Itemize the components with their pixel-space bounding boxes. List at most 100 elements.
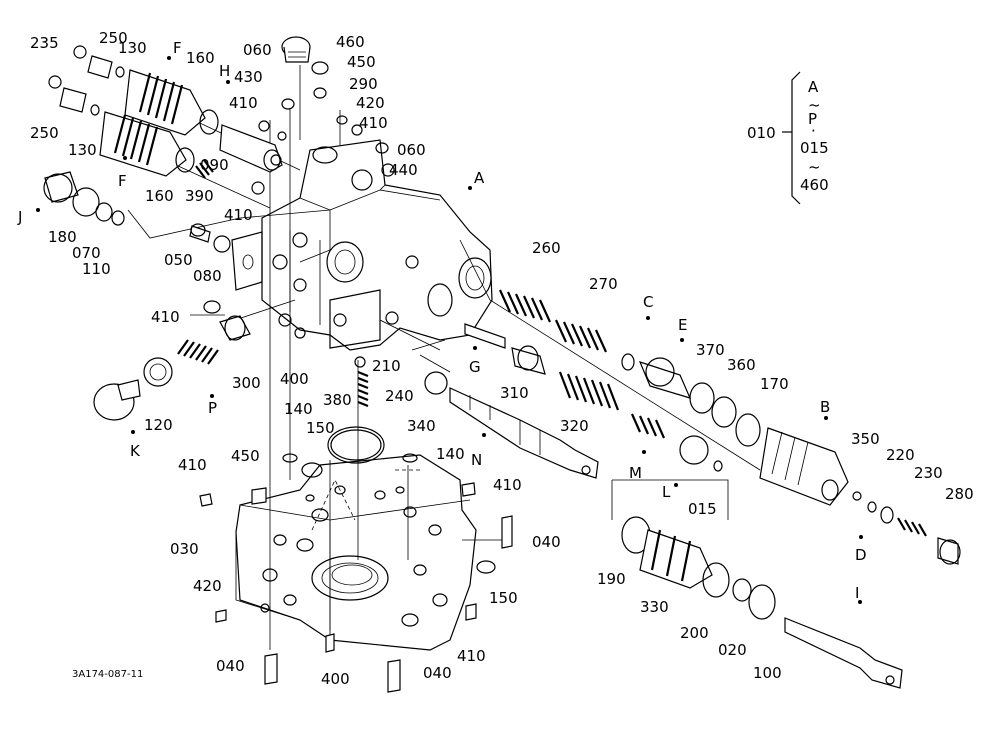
right-springs — [498, 289, 961, 565]
label-410: 410 — [457, 647, 486, 665]
label-i: I — [855, 584, 859, 602]
lower-right-parts — [621, 516, 903, 689]
label-130: 130 — [118, 39, 147, 57]
label-e: E — [678, 316, 687, 334]
label-340: 340 — [407, 417, 436, 435]
label-420: 420 — [193, 577, 222, 595]
solenoid-cartridges-f — [48, 45, 219, 177]
label-015: 015 — [688, 500, 717, 518]
label-070: 070 — [72, 244, 101, 262]
bracket-group-number: 010 — [747, 124, 776, 142]
label-110: 110 — [82, 260, 111, 278]
label-020: 020 — [718, 641, 747, 659]
label-410: 410 — [151, 308, 180, 326]
bracket-line-4: · — [811, 122, 816, 140]
label-300: 300 — [232, 374, 261, 392]
label-400: 400 — [280, 370, 309, 388]
label-160: 160 — [186, 49, 215, 67]
label-f: F — [173, 39, 182, 57]
label-210: 210 — [372, 357, 401, 375]
label-235: 235 — [30, 34, 59, 52]
label-220: 220 — [886, 446, 915, 464]
label-c: C — [643, 293, 653, 311]
valve-body-a — [231, 139, 493, 351]
label-330: 330 — [640, 598, 669, 616]
label-250: 250 — [30, 124, 59, 142]
lower-plate-030 — [235, 454, 477, 651]
label-080: 080 — [193, 267, 222, 285]
label-l: L — [662, 483, 671, 501]
label-360: 360 — [727, 356, 756, 374]
bracket-line-1: A — [808, 78, 819, 96]
label-150: 150 — [489, 589, 518, 607]
left-plug-parts — [43, 171, 231, 314]
label-260: 260 — [532, 239, 561, 257]
assembly-leader-lines — [127, 65, 761, 650]
label-030: 030 — [170, 540, 199, 558]
bracket-line-7: 460 — [800, 176, 829, 194]
bracket-line-2: ~ — [808, 96, 821, 114]
bracket-line-3: P — [808, 110, 817, 128]
label-k: K — [130, 442, 141, 460]
label-130: 130 — [68, 141, 97, 159]
label-410: 410 — [359, 114, 388, 132]
label-440: 440 — [389, 161, 418, 179]
label-430: 430 — [234, 68, 263, 86]
label-060: 060 — [243, 41, 272, 59]
label-200: 200 — [680, 624, 709, 642]
label-450: 450 — [347, 53, 376, 71]
label-b: B — [820, 398, 830, 416]
label-140: 140 — [284, 400, 313, 418]
label-040: 040 — [532, 533, 561, 551]
label-410: 410 — [229, 94, 258, 112]
label-270: 270 — [589, 275, 618, 293]
label-n: N — [471, 451, 482, 469]
label-g: G — [469, 358, 481, 376]
center-parts — [327, 323, 599, 479]
label-100: 100 — [753, 664, 782, 682]
label-p: P — [208, 399, 217, 417]
lower-left-parts — [93, 313, 306, 421]
label-h: H — [219, 62, 230, 80]
label-410: 410 — [224, 206, 253, 224]
label-d: D — [855, 546, 867, 564]
group-bracket — [782, 71, 801, 205]
plate-small-parts — [199, 453, 513, 693]
drawing-code: 3A174-087-11 — [72, 669, 143, 680]
label-180: 180 — [48, 228, 77, 246]
group-bracket-text: 010 A ~ P · 015 ~ 460 — [747, 78, 829, 194]
label-f: F — [118, 172, 127, 190]
label-350: 350 — [851, 430, 880, 448]
label-370: 370 — [696, 341, 725, 359]
label-380: 380 — [323, 391, 352, 409]
label-040: 040 — [423, 664, 452, 682]
label-290: 290 — [349, 75, 378, 93]
label-410: 410 — [493, 476, 522, 494]
label-400: 400 — [321, 670, 350, 688]
label-460: 460 — [336, 33, 365, 51]
label-230: 230 — [914, 464, 943, 482]
label-190: 190 — [597, 570, 626, 588]
callout-dots — [36, 56, 863, 604]
label-240: 240 — [385, 387, 414, 405]
label-310: 310 — [500, 384, 529, 402]
label-160: 160 — [145, 187, 174, 205]
label-060: 060 — [397, 141, 426, 159]
label-090: 090 — [200, 156, 229, 174]
label-410: 410 — [178, 456, 207, 474]
label-120: 120 — [144, 416, 173, 434]
label-250: 250 — [99, 29, 128, 47]
label-280: 280 — [945, 485, 974, 503]
bracket-line-6: ~ — [808, 158, 821, 176]
spool-h — [195, 36, 395, 195]
label-150: 150 — [306, 419, 335, 437]
label-420: 420 — [356, 94, 385, 112]
label-a: A — [474, 169, 485, 187]
label-040: 040 — [216, 657, 245, 675]
label-m: M — [629, 464, 642, 482]
label-320: 320 — [560, 417, 589, 435]
part-labels: 235 250 130 F 160 060 460 450 H 430 290 … — [17, 29, 974, 688]
label-j: J — [17, 208, 22, 226]
